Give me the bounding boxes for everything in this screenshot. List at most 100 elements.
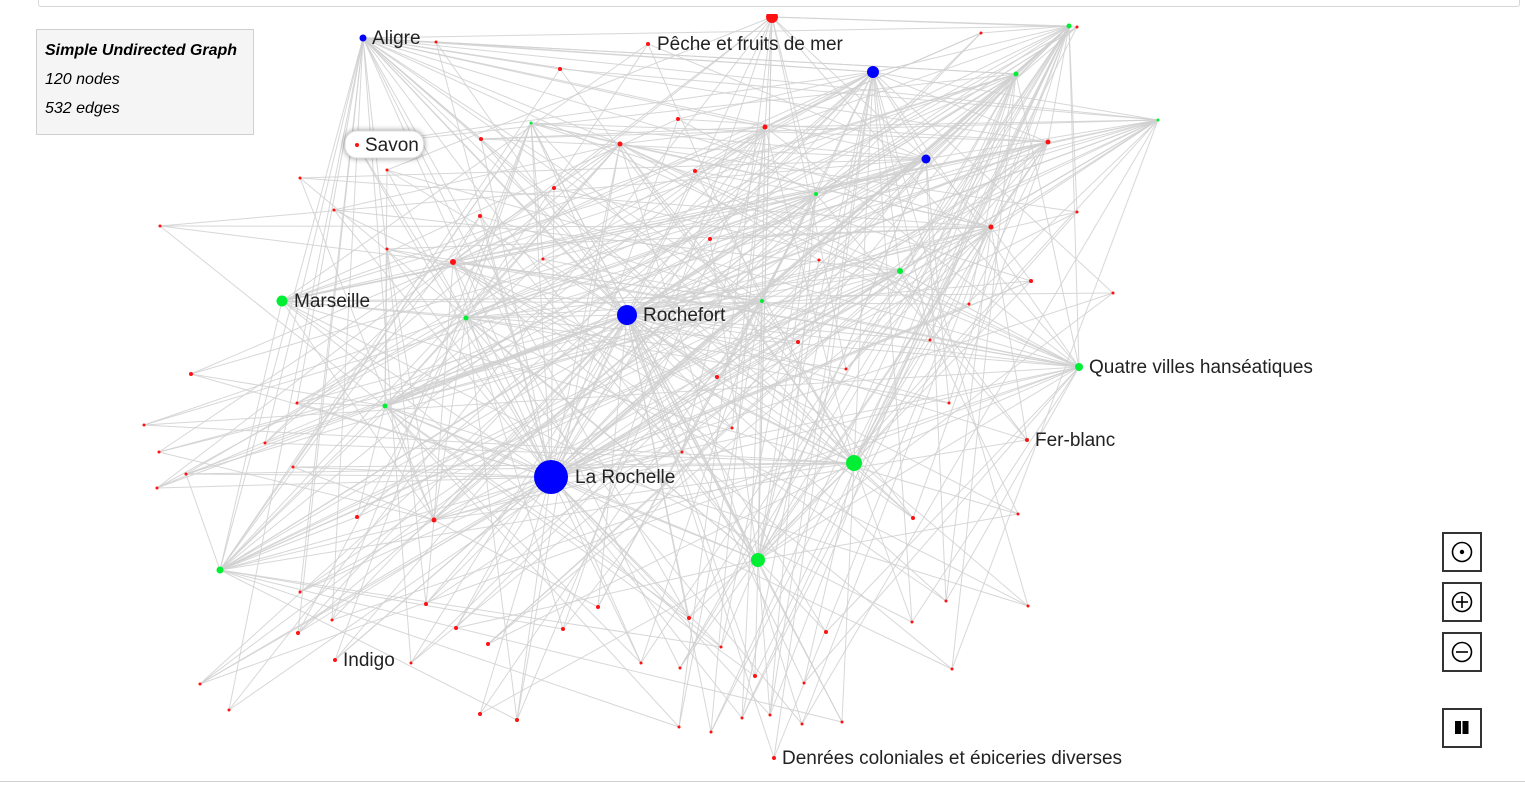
node-product[interactable] — [291, 465, 295, 469]
node-product[interactable] — [298, 176, 302, 180]
node-product[interactable] — [355, 515, 359, 519]
center-view-button[interactable] — [1442, 532, 1482, 572]
node-product[interactable] — [431, 517, 437, 523]
node-product[interactable] — [740, 716, 744, 720]
node-product[interactable] — [424, 602, 428, 606]
node-product[interactable] — [693, 169, 697, 173]
node-region[interactable] — [846, 455, 862, 471]
node-product[interactable] — [676, 117, 680, 121]
node-product[interactable] — [155, 486, 159, 490]
node-product[interactable] — [768, 713, 772, 717]
zoom-in-button[interactable] — [1442, 582, 1482, 622]
node-region[interactable] — [814, 192, 818, 196]
node-region[interactable] — [760, 299, 764, 303]
node-port[interactable] — [921, 154, 931, 164]
node-product[interactable] — [1111, 291, 1115, 295]
node-denrees[interactable] — [772, 756, 776, 760]
node-product[interactable] — [558, 67, 562, 71]
node-product[interactable] — [298, 590, 302, 594]
node-product[interactable] — [677, 725, 681, 729]
node-product[interactable] — [680, 450, 684, 454]
node-product[interactable] — [730, 426, 734, 430]
node-product[interactable] — [486, 642, 490, 646]
node-product[interactable] — [709, 730, 713, 734]
node-product[interactable] — [434, 40, 438, 44]
node-product[interactable] — [385, 247, 389, 251]
node-product[interactable] — [409, 661, 413, 665]
node-product[interactable] — [227, 708, 231, 712]
node-region[interactable] — [463, 315, 469, 321]
node-product[interactable] — [800, 722, 804, 726]
node-region[interactable] — [751, 553, 765, 567]
node-product[interactable] — [928, 338, 932, 342]
node-product[interactable] — [1075, 210, 1079, 214]
node-product[interactable] — [911, 516, 915, 520]
node-aligre[interactable] — [359, 34, 367, 42]
node-product[interactable] — [1029, 279, 1033, 283]
node-region[interactable] — [382, 403, 388, 409]
node-product[interactable] — [478, 214, 482, 218]
node-product[interactable] — [332, 208, 336, 212]
node-product[interactable] — [552, 186, 556, 190]
node-product[interactable] — [947, 401, 951, 405]
node-indigo[interactable] — [333, 658, 337, 662]
node-product[interactable] — [796, 340, 800, 344]
node-product[interactable] — [158, 224, 162, 228]
node-product[interactable] — [639, 661, 643, 665]
node-product[interactable] — [840, 720, 844, 724]
node-region[interactable] — [1013, 71, 1019, 77]
zoom-out-button[interactable] — [1442, 632, 1482, 672]
node-product[interactable] — [762, 124, 768, 130]
node-product[interactable] — [479, 137, 483, 141]
node-product[interactable] — [817, 258, 821, 262]
node-product[interactable] — [753, 674, 757, 678]
node-region[interactable] — [1156, 118, 1160, 122]
node-product[interactable] — [910, 620, 914, 624]
node-peche[interactable] — [646, 42, 650, 46]
node-product[interactable] — [1075, 25, 1079, 29]
node-product[interactable] — [561, 627, 565, 631]
node-product[interactable] — [944, 599, 948, 603]
node-product[interactable] — [766, 14, 778, 23]
node-marseille[interactable] — [276, 295, 288, 307]
node-product[interactable] — [263, 441, 267, 445]
node-port[interactable] — [867, 66, 879, 78]
node-product[interactable] — [617, 141, 623, 147]
node-product[interactable] — [450, 259, 456, 265]
node-product[interactable] — [385, 168, 389, 172]
node-product[interactable] — [1026, 604, 1030, 608]
node-product[interactable] — [687, 616, 691, 620]
node-product[interactable] — [678, 666, 682, 670]
node-region[interactable] — [1066, 23, 1072, 29]
node-product[interactable] — [967, 302, 971, 306]
node-product[interactable] — [1016, 512, 1020, 516]
node-region[interactable] — [216, 566, 224, 574]
node-product[interactable] — [988, 224, 994, 230]
node-product[interactable] — [824, 630, 828, 634]
node-product[interactable] — [708, 237, 712, 241]
node-savon-highlight[interactable] — [355, 143, 359, 147]
pause-layout-button[interactable] — [1442, 708, 1482, 748]
node-region[interactable] — [897, 268, 903, 274]
node-product[interactable] — [330, 618, 334, 622]
node-product[interactable] — [296, 631, 300, 635]
node-product[interactable] — [142, 423, 146, 427]
node-product[interactable] — [979, 31, 983, 35]
node-product[interactable] — [950, 667, 954, 671]
node-product[interactable] — [478, 712, 482, 716]
node-ferblanc[interactable] — [1025, 438, 1029, 442]
node-product[interactable] — [189, 372, 193, 376]
node-product[interactable] — [454, 626, 458, 630]
node-product[interactable] — [1045, 139, 1051, 145]
node-rochefort[interactable] — [617, 305, 637, 325]
node-product[interactable] — [715, 375, 719, 379]
node-quatre[interactable] — [1075, 363, 1083, 371]
node-product[interactable] — [596, 605, 600, 609]
node-product[interactable] — [184, 472, 188, 476]
node-product[interactable] — [719, 645, 723, 649]
node-product[interactable] — [295, 401, 299, 405]
node-product[interactable] — [802, 681, 806, 685]
node-product[interactable] — [198, 682, 202, 686]
